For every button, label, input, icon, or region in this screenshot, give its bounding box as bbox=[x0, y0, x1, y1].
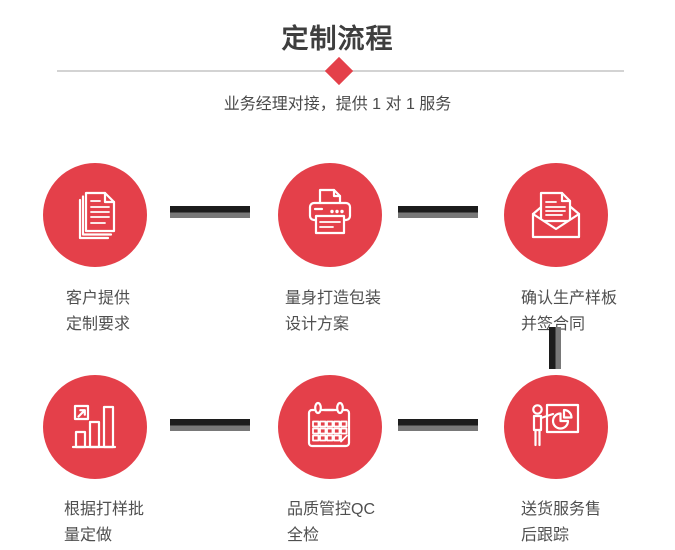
step-label-line2: 并签合同 bbox=[521, 316, 586, 333]
step-label-line2: 设计方案 bbox=[285, 316, 350, 333]
step-label: 根据打样批 量定做 bbox=[64, 497, 144, 549]
presentation-icon bbox=[532, 403, 580, 447]
documents-icon bbox=[78, 191, 116, 240]
step-circle-sample-contract bbox=[504, 163, 608, 267]
connector-horizontal bbox=[398, 419, 478, 431]
step-label: 客户提供 定制要求 bbox=[66, 286, 130, 338]
step-label-line2: 后跟踪 bbox=[521, 527, 570, 544]
diamond-accent-icon bbox=[324, 56, 354, 86]
step-label: 量身打造包装 设计方案 bbox=[285, 286, 381, 338]
connector-vertical bbox=[549, 327, 561, 369]
step-label-line1: 确认生产样板 bbox=[521, 290, 618, 307]
section-title: 定制流程 bbox=[281, 24, 394, 54]
step-circle-batch-production bbox=[43, 375, 147, 479]
calendar-icon bbox=[307, 401, 351, 448]
step-label-line2: 定制要求 bbox=[66, 316, 131, 333]
step-circle-customer-requirements bbox=[43, 163, 147, 267]
step-label-line1: 客户提供 bbox=[66, 290, 131, 307]
envelope-icon bbox=[531, 191, 581, 239]
step-label: 送货服务售 后跟踪 bbox=[521, 497, 601, 549]
step-label-line2: 全检 bbox=[287, 527, 320, 544]
step-label: 品质管控QC 全检 bbox=[287, 497, 375, 549]
connector-horizontal bbox=[170, 206, 250, 218]
step-circle-delivery-aftersales bbox=[504, 375, 608, 479]
bar-chart-icon bbox=[71, 404, 117, 449]
printer-icon bbox=[308, 188, 352, 235]
step-circle-quality-control bbox=[278, 375, 382, 479]
step-label-line1: 品质管控QC bbox=[287, 501, 376, 518]
step-label-line1: 根据打样批 bbox=[64, 501, 145, 518]
step-label: 确认生产样板 并签合同 bbox=[521, 286, 617, 338]
step-label-line1: 送货服务售 bbox=[521, 501, 602, 518]
connector-horizontal bbox=[170, 419, 250, 431]
connector-horizontal bbox=[398, 206, 478, 218]
step-label-line1: 量身打造包装 bbox=[285, 290, 382, 307]
step-label-line2: 量定做 bbox=[64, 527, 113, 544]
step-circle-packaging-design bbox=[278, 163, 382, 267]
section-subtitle: 业务经理对接，提供 1 对 1 服务 bbox=[223, 96, 452, 113]
